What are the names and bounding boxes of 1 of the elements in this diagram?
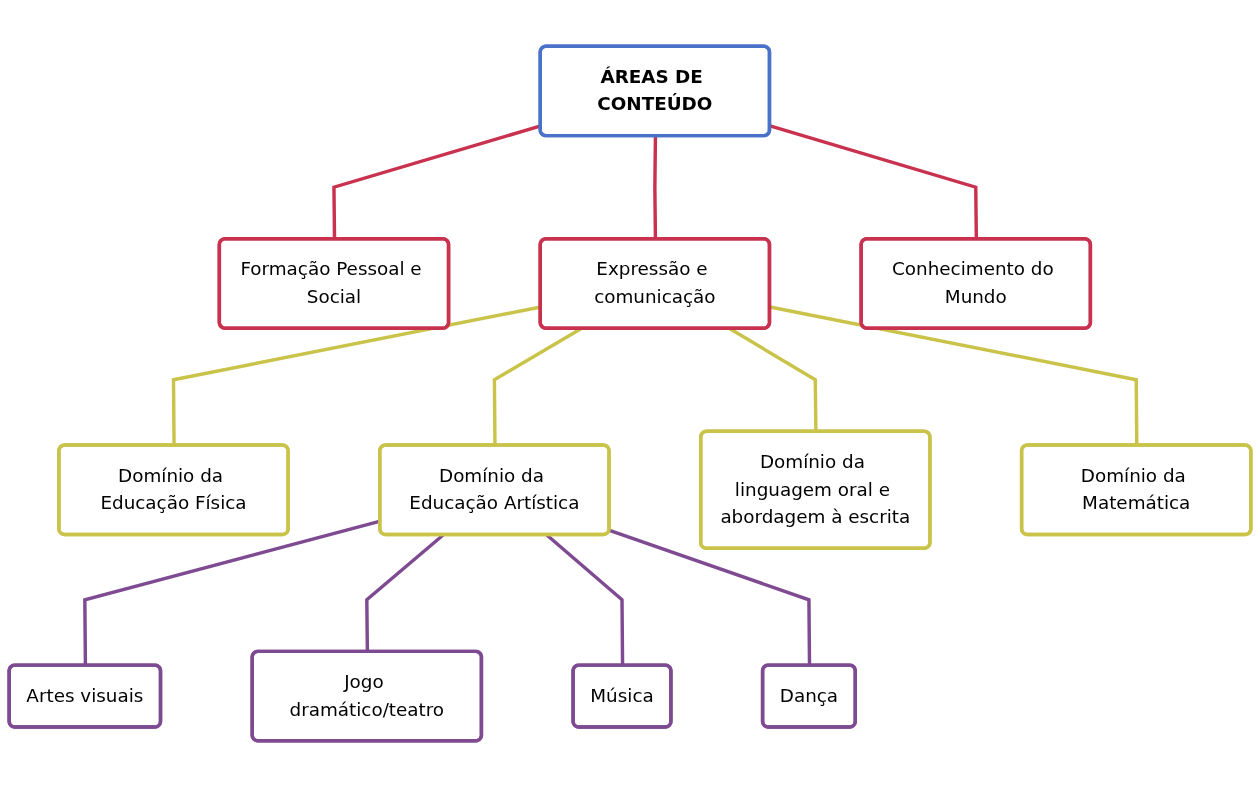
- connector: [608, 528, 812, 666]
